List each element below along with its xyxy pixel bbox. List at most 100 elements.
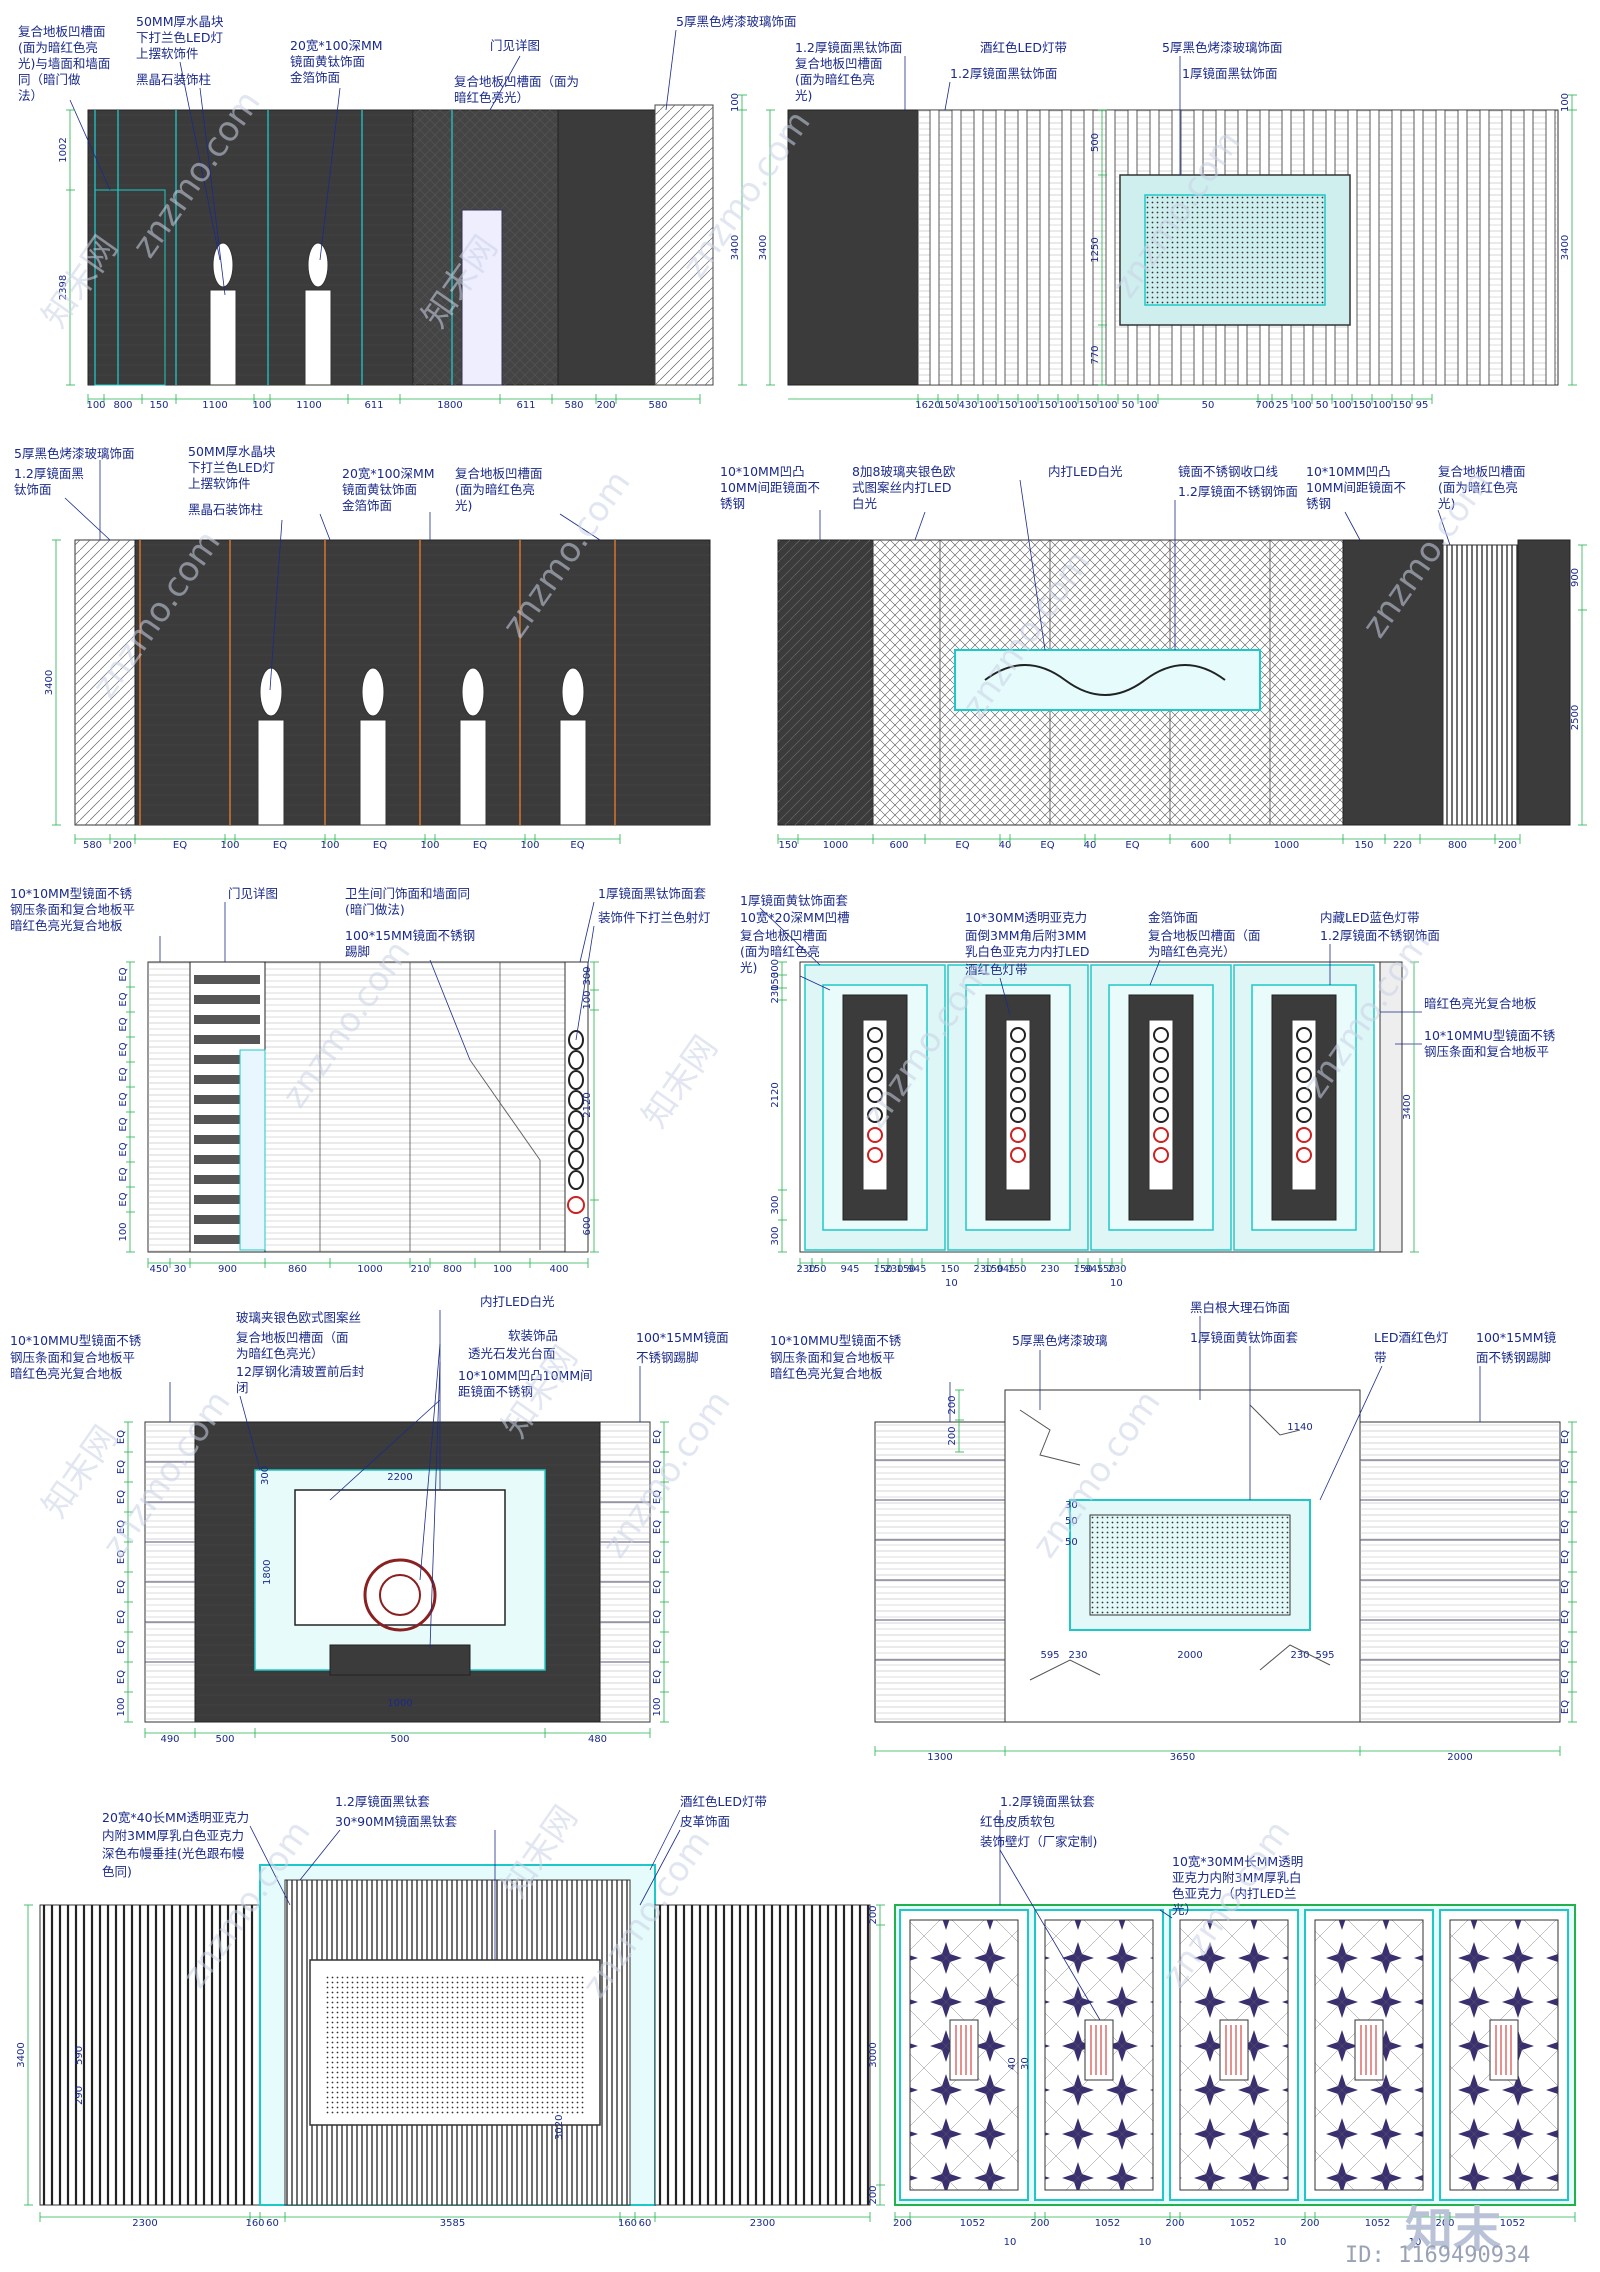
wall-sconce [1084, 2019, 1114, 2081]
dimension-label: 10 [945, 1278, 958, 1289]
annotation-label: 酒红色灯带 [965, 962, 1028, 977]
leader-line [559, 513, 601, 541]
elevation-panel-3: 5厚黑色烤漆玻璃饰面1.2厚镜面黑钛饰面50MM厚水晶块下打兰色LED灯上摆软饰… [14, 444, 711, 851]
wall-hatch [778, 540, 873, 825]
annotation-label: 色同) [102, 1864, 132, 1879]
dimension-label: EQ [1560, 1700, 1571, 1714]
annotation-label: 乳白色亚克力内打LED [965, 944, 1090, 959]
dimension-label: 100 [1098, 400, 1117, 411]
annotation-label: 暗红色亮光复合地板 [10, 1366, 123, 1381]
dimension-label: 595 [1315, 1650, 1334, 1661]
door-slat [194, 1015, 260, 1024]
light-bead [1296, 1107, 1312, 1123]
door-slat [194, 1095, 260, 1104]
glass-hatch [75, 540, 135, 825]
dimension-label: EQ [652, 1640, 663, 1654]
light-slot [1291, 1019, 1317, 1191]
dimension-label: 1100 [296, 400, 321, 411]
leader-line [319, 513, 331, 541]
dimension-label: 150 [1073, 1264, 1092, 1275]
annotation-label: 镜面黄钛饰面 [290, 54, 365, 69]
wall-grooves [135, 540, 710, 825]
light-bead [1153, 1047, 1169, 1063]
dimension-label: EQ [116, 1490, 127, 1504]
dimension-label: 30 [1020, 2057, 1031, 2070]
dimension-label: 100 [320, 840, 339, 851]
leader-line [269, 519, 283, 691]
annotation-label: 10*10MM凹凸 [1306, 464, 1391, 479]
annotation-label: 10MM间距镜面不 [720, 480, 820, 495]
dimension-label: 150 [984, 1264, 1003, 1275]
annotation-label: 内打LED白光 [1048, 464, 1123, 479]
leader-line [1344, 511, 1361, 541]
leader-line [1149, 959, 1161, 986]
dimension-label: 100 [252, 400, 271, 411]
annotation-label: 式图案丝内打LED [852, 480, 952, 495]
feature-dotted [1144, 194, 1326, 306]
dimension-label: 3585 [440, 2218, 465, 2229]
dimension-label: EQ [1560, 1490, 1571, 1504]
crystal-column [304, 289, 332, 386]
dimension-label: EQ [116, 1580, 127, 1594]
door-slat [194, 1055, 260, 1064]
annotation-label: (面为暗红色亮 [1438, 480, 1518, 495]
vertical-fin [973, 109, 984, 386]
dimension-label: 1002 [58, 137, 69, 162]
annotation-label: 带 [1374, 1350, 1387, 1365]
light-bead [1296, 1087, 1312, 1103]
dimension-label: 3400 [1402, 1094, 1413, 1119]
crystal-column [209, 289, 237, 386]
dimension-label: 100 [1560, 93, 1571, 112]
dimension-label: 590 [74, 2046, 85, 2065]
leader-line [64, 497, 111, 541]
dimension-label: 2300 [750, 2218, 775, 2229]
dimension-label: EQ [1560, 1460, 1571, 1474]
annotation-label: 皮革饰面 [680, 1814, 730, 1829]
light-bead [867, 1107, 883, 1123]
light-bead [867, 1127, 883, 1143]
dimension-label: 160 [245, 2218, 264, 2229]
light-bead [1153, 1087, 1169, 1103]
leader-line [319, 87, 341, 261]
light-bead [867, 1027, 883, 1043]
dimension-label: EQ [652, 1550, 663, 1564]
dimension-label: 100 [1292, 400, 1311, 411]
wall-sconce [949, 2019, 979, 2081]
annotation-label: 钢压条面和复合地板平 [10, 902, 135, 917]
dimension-label: 10 [1274, 2237, 1287, 2248]
annotation-label: 色亚克力（内打LED兰 [1172, 1886, 1297, 1901]
door-slat [194, 1135, 260, 1144]
dimension-label: 945 [907, 1264, 926, 1275]
dimension-label: 150 [1078, 400, 1097, 411]
dimension-label: 500 [215, 1734, 234, 1745]
light-bead [867, 1067, 883, 1083]
dimension-label: 860 [288, 1264, 307, 1275]
annotation-label: 12厚钢化清玻置前后封 [236, 1364, 364, 1379]
image-id: ID: 1169490934 [1345, 2243, 1530, 2268]
leader-line [489, 55, 521, 111]
leader-line [575, 925, 595, 1041]
annotation-label: 复合地板凹槽面 [795, 56, 883, 71]
annotation-label: 10*10MMU型镜面不锈 [1424, 1028, 1556, 1043]
vertical-fin [1369, 109, 1380, 386]
dimension-label: EQ [116, 1520, 127, 1534]
dimension-label: 500 [1090, 133, 1101, 152]
dimension-label: EQ [116, 1430, 127, 1444]
light-bead [1153, 1027, 1169, 1043]
curtain-stripes [40, 1905, 260, 2205]
dimension-label: 95 [1416, 400, 1429, 411]
annotation-label: 1.2厚镜面黑钛饰面 [950, 66, 1057, 81]
annotation-label: 门见详图 [228, 886, 278, 901]
leader-line [1019, 479, 1046, 651]
center-dots [325, 1975, 585, 2115]
dimension-label: 230 [796, 1264, 815, 1275]
annotation-label: 红色皮质软包 [980, 1814, 1055, 1829]
annotation-label: 门见详图 [490, 38, 540, 53]
light-bead [1153, 1107, 1169, 1123]
dimension-label: EQ [652, 1610, 663, 1624]
dimension-label: 150 [938, 400, 957, 411]
dimension-label: 150 [896, 1264, 915, 1275]
leader-line [249, 1825, 291, 1906]
door-slat [194, 1115, 260, 1124]
